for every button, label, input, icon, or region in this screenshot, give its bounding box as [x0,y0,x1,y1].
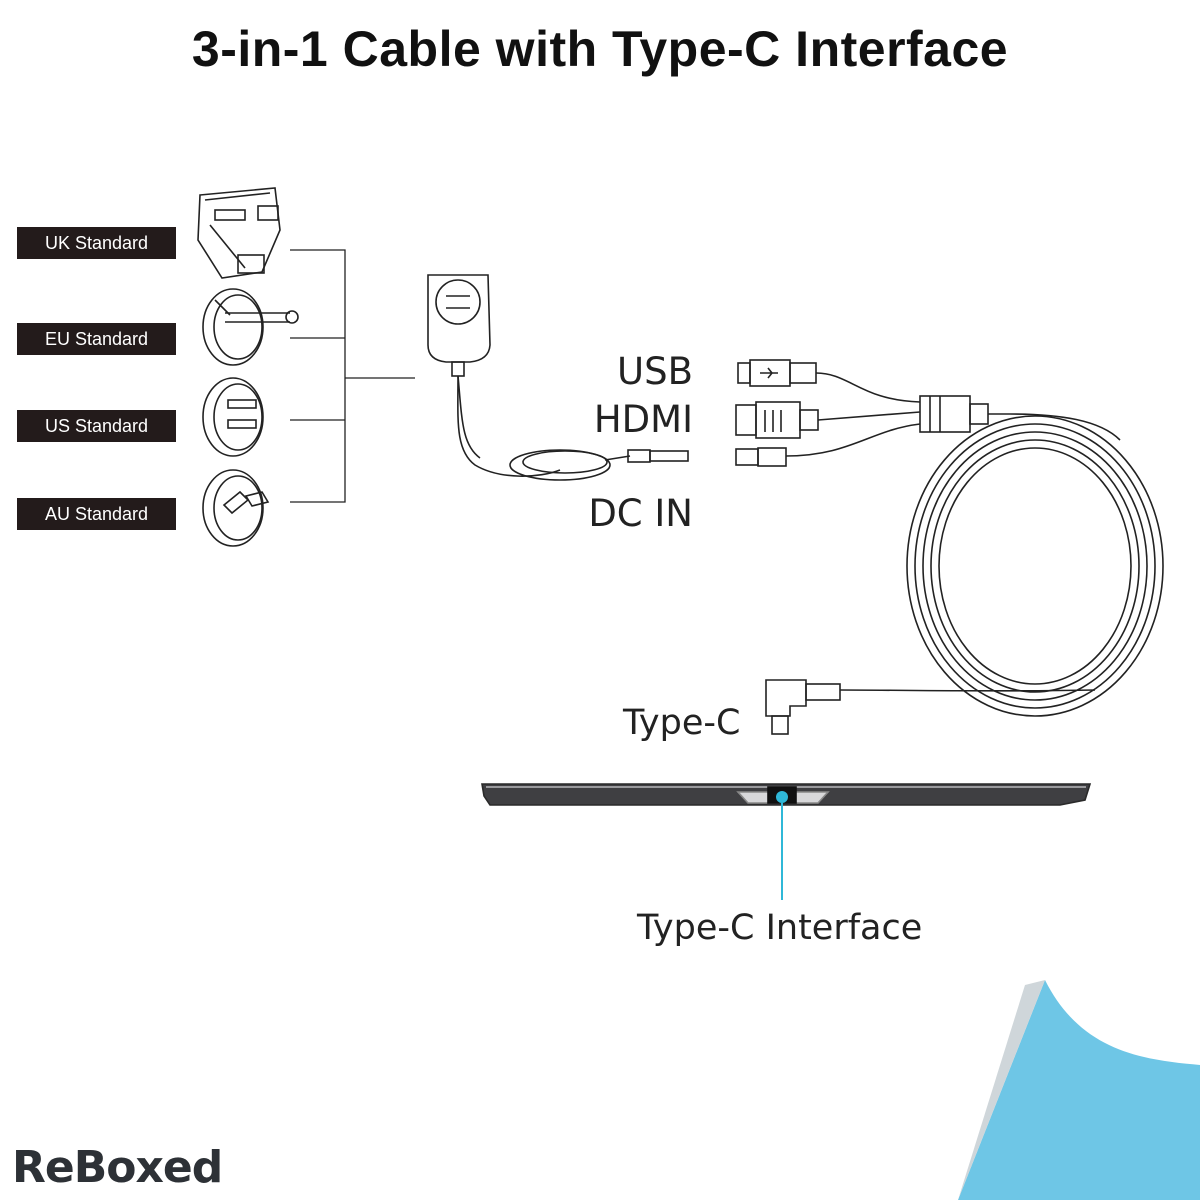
type-c-port-indicator [776,791,788,900]
adapter-bracket [290,249,415,503]
au-standard-label: AU Standard [17,498,176,530]
type-c-connector-icon [765,679,841,735]
usb-label: USB [617,350,693,393]
uk-standard-label: UK Standard [17,227,176,259]
us-plug-adapter-icon [202,377,264,457]
eu-standard-label: EU Standard [17,323,176,355]
page-curl-corner-icon [958,980,1200,1200]
coiled-cable-icon [839,413,1164,717]
type-c-interface-label: Type-C Interface [637,908,923,948]
eu-plug-adapter-icon [202,288,299,366]
type-c-connector-label: Type-C [623,703,741,743]
page-title: 3-in-1 Cable with Type-C Interface [191,21,1009,77]
hdmi-label: HDMI [593,398,693,441]
dc-in-label: DC IN [588,492,693,535]
power-adapter-icon [427,274,689,481]
au-plug-adapter-icon [202,469,270,547]
hdmi-connector-icon [735,401,921,439]
dc-connector-icon [735,423,921,467]
us-standard-label: US Standard [17,410,176,442]
uk-plug-adapter-icon [197,187,281,279]
cable-splitter-icon [919,395,1010,433]
usb-connector-icon [737,359,921,403]
brand-logo: ReBoxed [12,1142,223,1193]
